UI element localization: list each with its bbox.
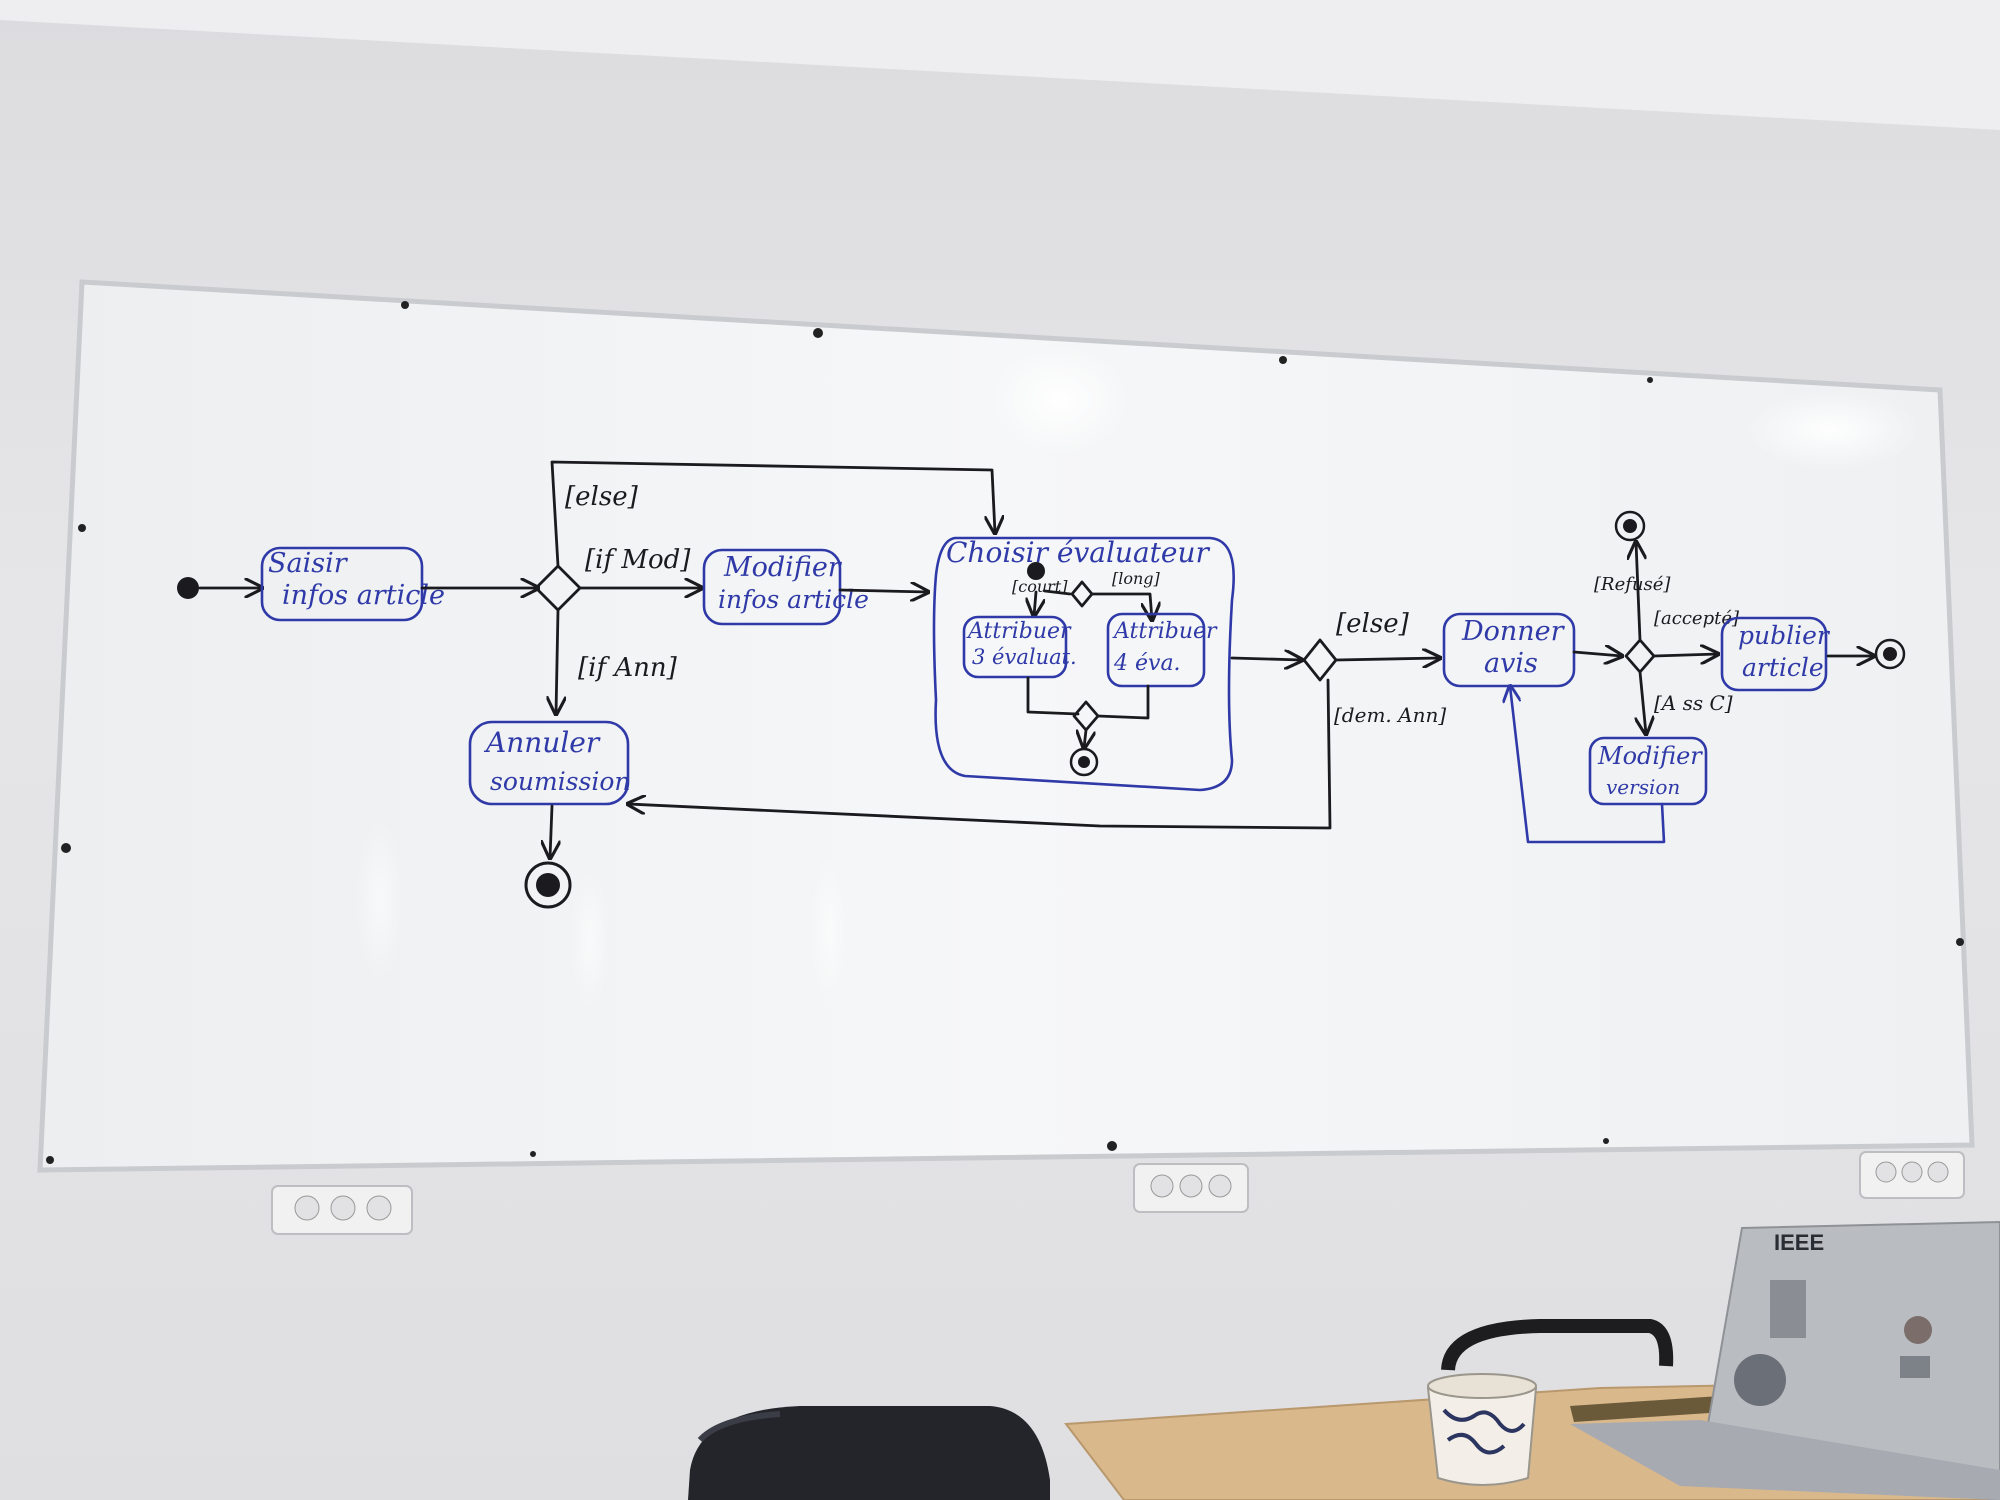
action-label-line1: Donner [1461, 616, 1566, 647]
guard-dem-ann: [dem. Ann] [1334, 703, 1446, 727]
laptop-sticker [1770, 1280, 1806, 1338]
action-label-line1: Annuler [483, 726, 601, 759]
chair-back-right [1441, 1319, 1674, 1371]
activity-choisir-evaluateur: Choisir évaluateur [court] [long] Attrib… [932, 536, 1235, 792]
whiteboard [37, 279, 1975, 1173]
decision-node-2 [1302, 638, 1338, 682]
power-outlet-right [1859, 1151, 1965, 1199]
action-donner-avis: Donner avis [1442, 612, 1576, 688]
action-attribuer-3-line2: 3 évaluat. [972, 645, 1077, 669]
guard-else-right: [else] [1336, 609, 1410, 639]
action-label-line1: Modifier [723, 552, 843, 583]
laptop-sticker-small [1904, 1316, 1932, 1344]
guard-long: [long] [1112, 569, 1161, 588]
backpack [688, 1406, 1050, 1500]
final-node-refuse [1614, 510, 1646, 542]
action-attribuer-4-line2: 4 éva. [1113, 651, 1181, 676]
action-annuler-soumission: Annuler soumission [468, 720, 631, 806]
guard-accepte: [accepté] [1654, 608, 1740, 629]
guard-else: [else] [565, 482, 639, 512]
inner-final-node [1069, 747, 1099, 777]
activity-title: Choisir évaluateur [946, 536, 1210, 569]
action-publier-article: publier article [1720, 616, 1831, 692]
final-node-publish [1874, 638, 1906, 670]
laptop-sticker-ieee: IEEE [1774, 1230, 1824, 1255]
power-outlet-left [271, 1185, 413, 1235]
action-modifier-version: Modifier version [1588, 736, 1708, 806]
inner-decision-node [1070, 580, 1094, 608]
ceiling [0, 0, 2000, 130]
action-label-line2: article [1742, 653, 1824, 682]
guard-refuse: [Refusé] [1594, 574, 1671, 595]
inner-initial-node [1027, 562, 1045, 580]
guard-assc: [A ss C] [1654, 691, 1733, 715]
action-attribuer-3-line1: Attribuer [966, 619, 1072, 644]
coffee-cup [1426, 1373, 1538, 1486]
laptop: IEEE [1570, 1220, 2000, 1500]
power-outlet-center [1133, 1163, 1249, 1213]
guard-if-ann: [if Ann] [578, 653, 678, 683]
action-modifier-infos-article: Modifier infos article [702, 548, 869, 626]
action-attribuer-4-line1: Attribuer [1112, 619, 1218, 644]
action-label-line1: Modifier [1597, 742, 1703, 770]
guard-if-mod: [if Mod] [585, 545, 691, 575]
initial-node [177, 577, 199, 599]
action-label-line2: soumission [490, 767, 631, 796]
action-label-line2: avis [1484, 648, 1538, 679]
action-label-line2: version [1606, 775, 1680, 799]
notebook [1570, 1396, 1724, 1422]
action-label-line1: Saisir [268, 548, 349, 579]
action-label-line1: publier [1738, 621, 1831, 650]
action-saisir-infos-article: Saisir infos article [260, 546, 445, 622]
action-label-line2: infos article [282, 580, 445, 611]
final-node [524, 861, 572, 909]
activity-diagram: Saisir infos article [else] [if Mod] Mod… [177, 460, 1906, 909]
laptop-sticker-rect [1900, 1356, 1930, 1378]
laptop-sticker-round [1734, 1354, 1786, 1406]
guard-court: [court] [1012, 577, 1068, 596]
